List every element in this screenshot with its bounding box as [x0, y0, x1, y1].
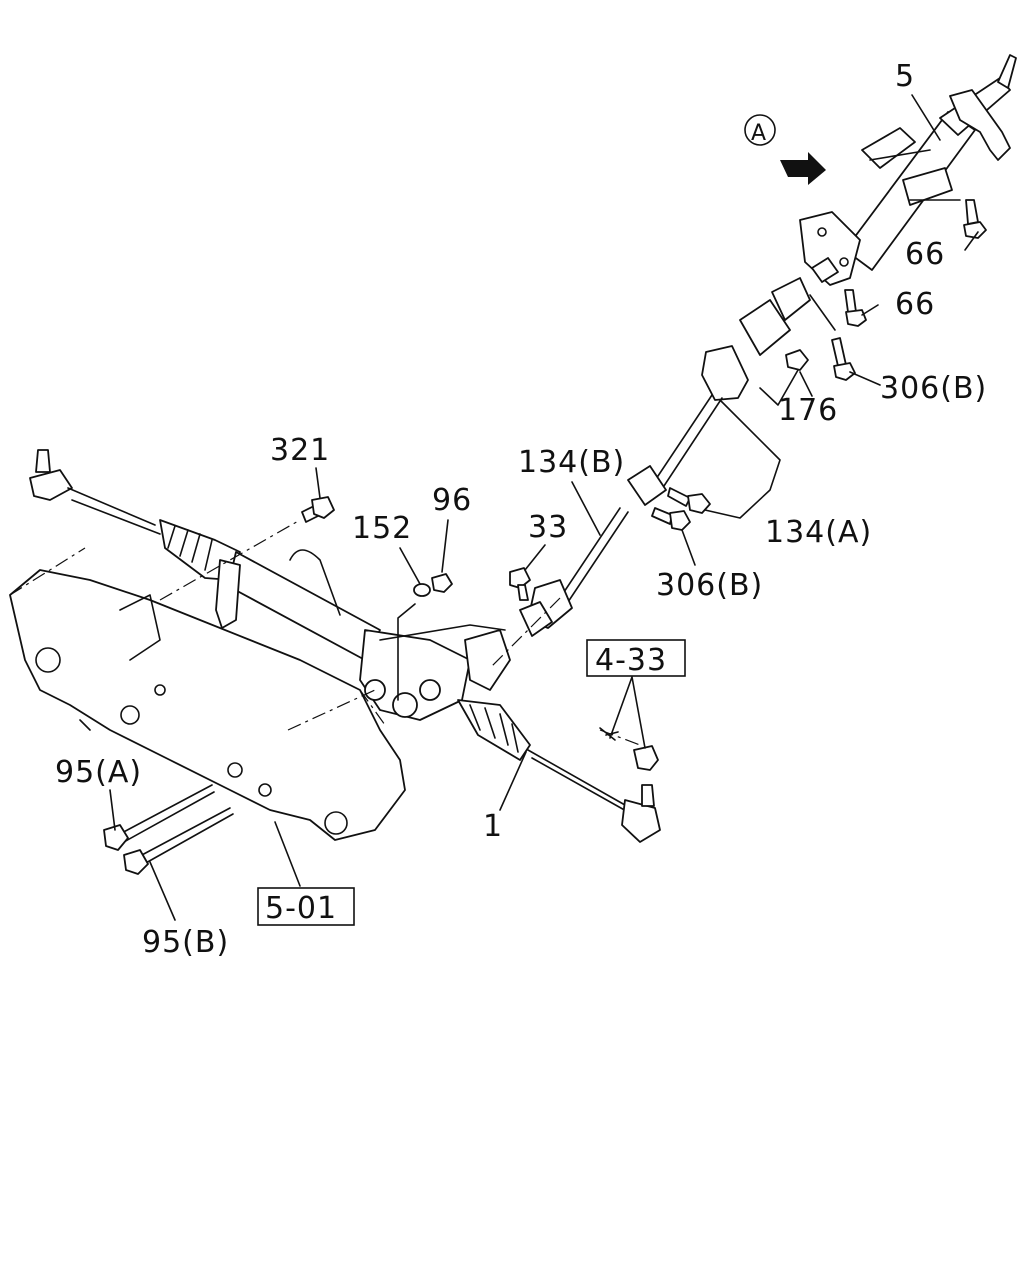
intermediate-shaft [519, 257, 839, 637]
leader-lines [109, 94, 979, 921]
callout-a: A [751, 121, 767, 146]
callout-4-33: 4-33 [595, 643, 667, 678]
callout-321: 321 [270, 433, 330, 468]
view-arrow [744, 114, 826, 185]
callout-66-upper: 66 [905, 237, 945, 272]
callout-66-lower: 66 [895, 287, 935, 322]
callout-152: 152 [352, 511, 412, 546]
callout-1: 1 [483, 809, 503, 844]
steering-gear-rack [29, 449, 661, 843]
fasteners [103, 199, 987, 875]
callout-95a: 95(A) [55, 755, 142, 790]
callout-95b: 95(B) [142, 925, 229, 960]
callout-5: 5 [895, 59, 915, 94]
callout-134a: 134(A) [765, 515, 872, 550]
callout-176: 176 [778, 393, 838, 428]
callout-33: 33 [528, 510, 568, 545]
crossmember [9, 547, 406, 841]
callout-5-01: 5-01 [265, 891, 337, 926]
callout-96: 96 [432, 483, 472, 518]
callout-306b-middle: 306(B) [656, 568, 763, 603]
view-circle-a [744, 114, 776, 146]
callout-box-4-33 [586, 639, 686, 677]
callout-134b: 134(B) [518, 445, 625, 480]
callout-306b-upper: 306(B) [880, 371, 987, 406]
callout-box-5-01 [257, 887, 355, 926]
